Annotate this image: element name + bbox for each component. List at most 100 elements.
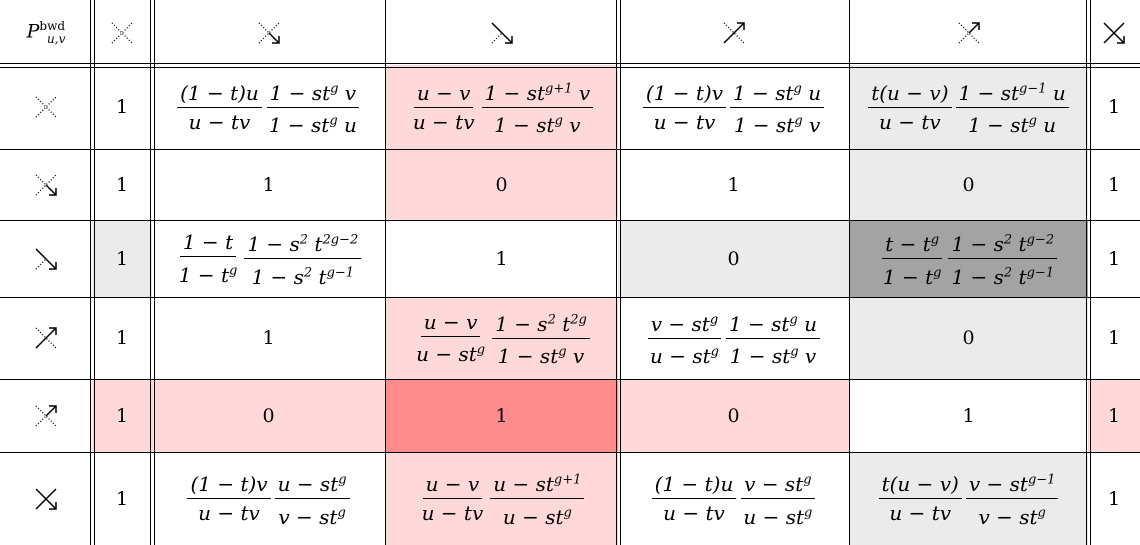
table-cell: 1 bbox=[618, 149, 849, 220]
table-cell: 1 bbox=[1088, 220, 1140, 297]
cross-solid-down-dotted-icon bbox=[490, 21, 513, 44]
cross-solid-up-dotted-icon bbox=[958, 21, 980, 43]
cell-value: 1 bbox=[115, 96, 129, 118]
row-header bbox=[0, 379, 92, 452]
cross-dotted-dotted-icon bbox=[35, 96, 57, 118]
table-rule bbox=[0, 379, 1140, 381]
table-rule bbox=[1085, 0, 1087, 545]
table-cell: 0 bbox=[385, 149, 618, 220]
cell-value: 1 bbox=[1107, 247, 1121, 270]
cell-value: 1 bbox=[1107, 487, 1121, 510]
table-cell: 0 bbox=[849, 149, 1088, 220]
fraction: t(u − v)u − tv bbox=[878, 472, 962, 525]
row-header bbox=[0, 452, 92, 545]
table-cell: 1 bbox=[1088, 297, 1140, 379]
column-header-c4 bbox=[849, 0, 1088, 65]
table-cell: 1 bbox=[92, 452, 152, 545]
table-header-label: Pbwdu,v bbox=[26, 19, 66, 46]
cross-solid-solid-icon bbox=[35, 487, 57, 510]
cross-dotted-solid-up-icon bbox=[35, 327, 57, 349]
cell-value: 1 bbox=[1107, 404, 1121, 427]
cell-value: 1 bbox=[1107, 173, 1121, 196]
table-rule bbox=[1089, 0, 1091, 545]
table-cell: 1 bbox=[1088, 379, 1140, 452]
row-header bbox=[0, 220, 92, 297]
table-cell: 1 bbox=[385, 379, 618, 452]
cell-value: 1 bbox=[115, 327, 129, 349]
column-header-c1 bbox=[152, 0, 385, 65]
table-cell: 0 bbox=[618, 220, 849, 297]
table-cell: 1 bbox=[92, 149, 152, 220]
table-rule bbox=[0, 452, 1140, 454]
cell-value: 1 bbox=[1107, 96, 1121, 118]
table-cell: 1 bbox=[1088, 65, 1140, 149]
column-header-c0 bbox=[92, 0, 152, 65]
table-cell: 0 bbox=[152, 379, 385, 452]
cross-solid-down-dotted-icon bbox=[35, 247, 57, 270]
column-header-c3 bbox=[618, 0, 849, 65]
row-header bbox=[0, 65, 92, 149]
table-rule bbox=[0, 66, 1140, 68]
table-rule bbox=[153, 0, 155, 545]
cell-value: 0 bbox=[495, 173, 508, 196]
fraction: t(u − v)u − tv bbox=[868, 81, 952, 134]
column-header-c2 bbox=[385, 0, 618, 65]
column-header-c5 bbox=[1088, 0, 1140, 65]
cell-value: 1 bbox=[115, 404, 129, 427]
cell-value: 0 bbox=[962, 173, 975, 196]
table-rule bbox=[0, 62, 1140, 64]
table-cell: 0 bbox=[849, 297, 1088, 379]
table-rule bbox=[149, 0, 151, 545]
table-cell: 1 bbox=[92, 297, 152, 379]
cross-dotted-solid-down-icon bbox=[258, 22, 280, 44]
table-rule bbox=[89, 0, 91, 545]
cell-value: 0 bbox=[262, 404, 275, 427]
cell-value: 1 bbox=[115, 487, 129, 510]
cross-solid-up-dotted-icon bbox=[35, 404, 57, 426]
row-header bbox=[0, 297, 92, 379]
cell-value: 1 bbox=[962, 404, 975, 427]
table-rule bbox=[0, 220, 1140, 222]
table-cell: 1 bbox=[849, 379, 1088, 452]
cell-value: 1 bbox=[495, 247, 508, 270]
cell-value: 1 bbox=[495, 404, 508, 427]
table-rule bbox=[615, 0, 617, 545]
table-rule bbox=[0, 149, 1140, 151]
